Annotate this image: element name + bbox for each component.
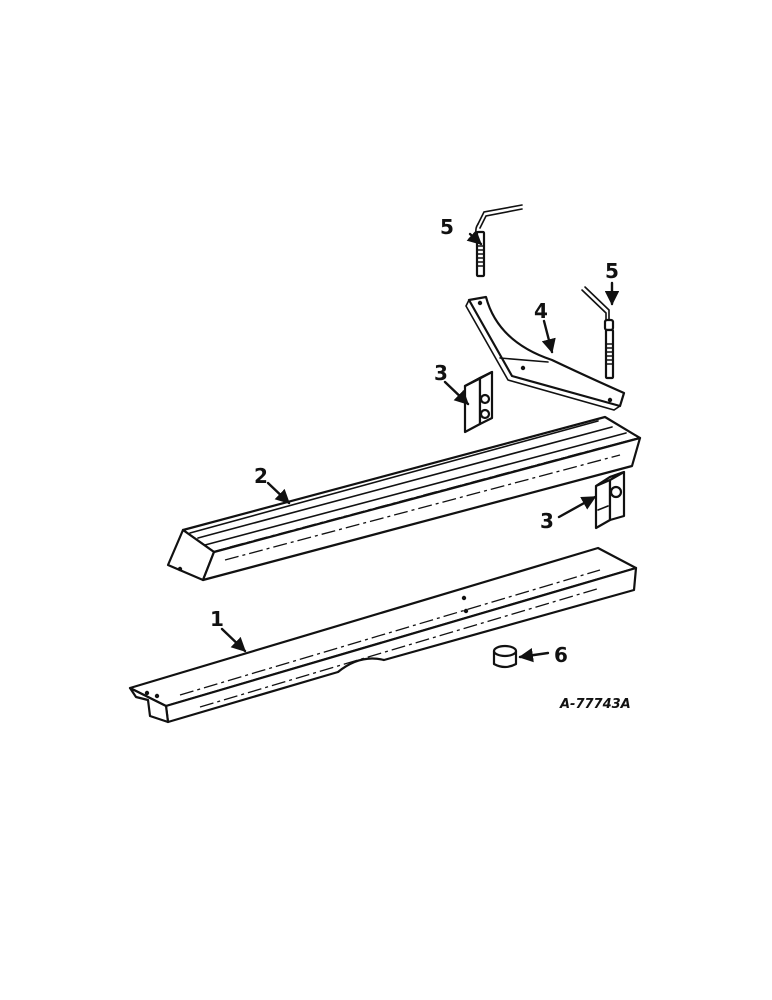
callout-5-upper: 5 [440,215,454,239]
callout-2: 2 [254,464,268,488]
bracket-plate [465,295,626,411]
pin-upper [475,204,523,278]
leader-lines [220,229,620,663]
channel-beam [166,415,642,582]
callout-1: 1 [210,607,224,631]
callout-4: 4 [534,299,548,323]
callout-3-lower: 3 [540,509,554,533]
clip-block-lower [594,470,626,530]
callout-6: 6 [554,643,568,667]
figure-id: A-77743A [559,697,631,712]
callout-3-upper: 3 [434,361,448,385]
clip-block-upper [463,370,494,434]
channel-member [128,546,638,724]
pin-right [581,286,615,380]
bushing [492,644,518,669]
callout-5-right: 5 [605,259,619,283]
